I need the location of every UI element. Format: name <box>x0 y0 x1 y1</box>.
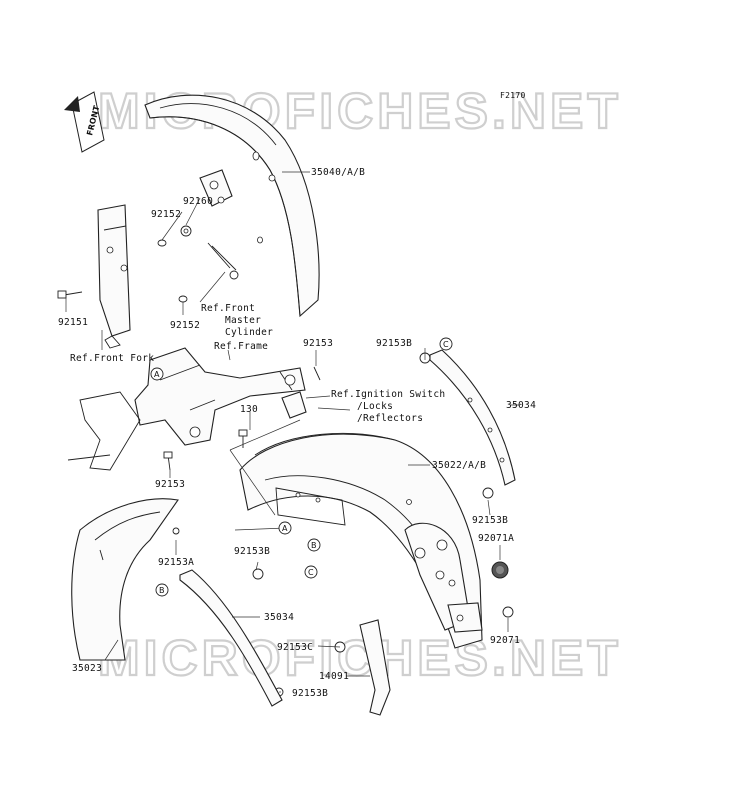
ref-master-cylinder-2: Master <box>225 315 261 326</box>
fender-rail-left <box>179 569 283 707</box>
label-35022: 35022/A/B <box>432 460 486 471</box>
svg-text:B: B <box>159 586 165 595</box>
label-92153b-right: 92153B <box>472 515 508 526</box>
label-35034-right: 35034 <box>506 400 536 411</box>
front-arrow-icon: FRONT <box>64 91 105 153</box>
label-35034-left: 35034 <box>264 612 294 623</box>
ref-master-cylinder-3: Cylinder <box>225 327 273 338</box>
label-35040: 35040/A/B <box>311 167 365 178</box>
label-92153c: 92153C <box>277 642 313 653</box>
svg-text:C: C <box>308 568 314 577</box>
label-14091: 14091 <box>319 671 349 682</box>
bracket <box>359 619 391 716</box>
watermark-top: MICROFICHES.NET <box>98 83 622 139</box>
label-92071a: 92071A <box>478 533 514 544</box>
label-130: 130 <box>240 404 258 415</box>
label-92153-frame: 92153 <box>155 479 185 490</box>
diagram-code: F2170 <box>500 91 526 100</box>
label-35023: 35023 <box>72 663 102 674</box>
callout-b-rail: B <box>155 583 169 597</box>
callout-b-fender: B <box>307 538 321 552</box>
label-92153b-mid: 92153B <box>234 546 270 557</box>
inner-fender <box>71 498 179 661</box>
fender-rail-right <box>429 349 516 486</box>
callout-a-fender: A <box>278 521 292 535</box>
front-fender <box>144 94 320 318</box>
label-92152-a: 92152 <box>151 209 181 220</box>
svg-text:A: A <box>282 524 288 533</box>
label-92151: 92151 <box>58 317 88 328</box>
label-92160: 92160 <box>183 196 213 207</box>
svg-text:A: A <box>154 370 160 379</box>
rear-fender <box>239 432 483 649</box>
svg-text:B: B <box>311 541 317 550</box>
label-92071: 92071 <box>490 635 520 646</box>
ref-ignition-2: /Locks <box>357 401 393 412</box>
ref-front-fork: Ref.Front Fork <box>70 353 154 364</box>
label-92153b-bottom: 92153B <box>292 688 328 699</box>
svg-text:C: C <box>443 340 449 349</box>
label-92153-top: 92153 <box>303 338 333 349</box>
label-92153b-top: 92153B <box>376 338 412 349</box>
ref-ignition-1: Ref.Ignition Switch <box>331 389 445 400</box>
ref-frame: Ref.Frame <box>214 341 268 352</box>
ref-master-cylinder-1: Ref.Front <box>201 303 255 314</box>
front-fork <box>97 204 131 349</box>
callout-a-frame: A <box>150 367 164 381</box>
callout-c-rail: C <box>439 337 453 351</box>
watermark-bottom: MICROFICHES.NET <box>98 630 622 686</box>
ref-ignition-3: /Reflectors <box>357 413 423 424</box>
label-92153a: 92153A <box>158 557 194 568</box>
callout-c-fender: C <box>304 565 318 579</box>
ignition-bracket <box>281 391 307 419</box>
label-92152-b: 92152 <box>170 320 200 331</box>
frame <box>67 347 306 471</box>
